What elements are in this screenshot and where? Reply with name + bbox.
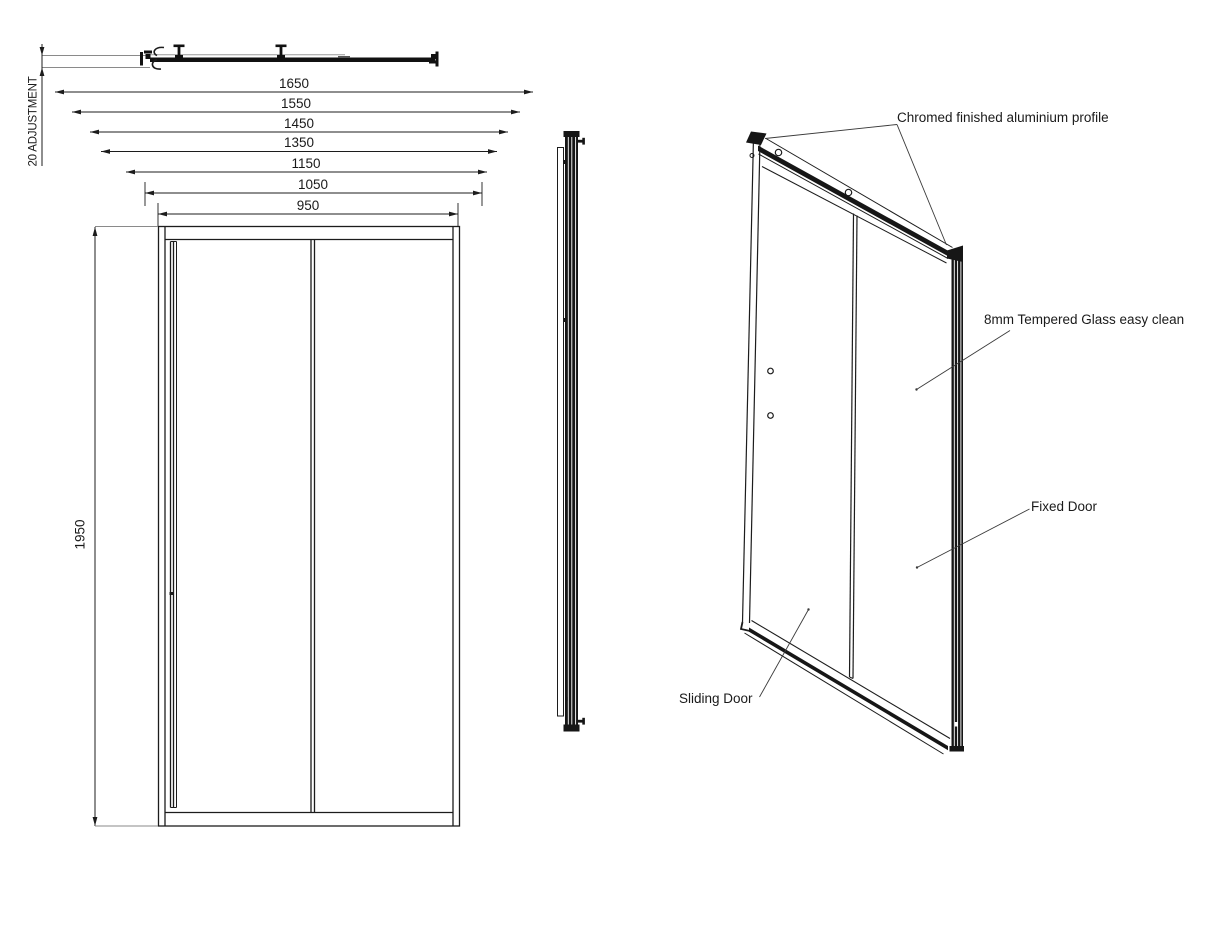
dim-width-1050: 1050 bbox=[297, 177, 329, 192]
track-left-bracket bbox=[140, 50, 152, 66]
dim-line-1150 bbox=[126, 169, 487, 175]
iso-centre-stile bbox=[848, 213, 858, 679]
leader-fixed-door bbox=[916, 508, 1030, 568]
dim-line-1650 bbox=[55, 89, 533, 95]
dim-line-950 bbox=[157, 203, 459, 227]
side-view-profile bbox=[557, 131, 585, 732]
iso-right-profile bbox=[947, 245, 964, 752]
arrow-down bbox=[39, 47, 45, 56]
handle-hole bbox=[767, 367, 774, 375]
leader-profile-left bbox=[764, 124, 898, 139]
dim-line-1550 bbox=[72, 109, 520, 115]
front-view-door-edge bbox=[169, 241, 177, 808]
annotation-leaders bbox=[759, 124, 1030, 698]
dim-width-950: 950 bbox=[296, 198, 320, 213]
arrow-up bbox=[39, 67, 45, 76]
annotation-tempered-glass: 8mm Tempered Glass easy clean bbox=[984, 312, 1185, 327]
dim-width-1150: 1150 bbox=[291, 156, 321, 171]
dim-width-1450: 1450 bbox=[283, 116, 315, 131]
dim-width-1650: 1650 bbox=[278, 76, 310, 91]
track-right-bracket bbox=[429, 51, 439, 67]
adjustment-dimension-label: 20 ADJUSTMENT bbox=[27, 76, 40, 167]
iso-left-profile bbox=[739, 131, 767, 632]
track-hook-clip bbox=[151, 46, 165, 70]
dim-width-1350: 1350 bbox=[283, 135, 315, 150]
dim-height-1950: 1950 bbox=[72, 519, 88, 550]
track-roller-screw bbox=[275, 44, 287, 58]
front-view-frame bbox=[157, 225, 461, 827]
dim-line-1050 bbox=[144, 182, 483, 206]
leader-profile-right bbox=[896, 124, 947, 246]
side-view-top-knob bbox=[563, 131, 585, 145]
annotation-fixed-door: Fixed Door bbox=[1031, 499, 1098, 514]
roller-wheel bbox=[844, 188, 853, 197]
leader-sliding-door bbox=[759, 609, 809, 698]
top-view-track bbox=[39, 44, 439, 166]
roller-wheel bbox=[774, 148, 783, 157]
isometric-view bbox=[739, 131, 964, 755]
leader-glass bbox=[916, 330, 1011, 390]
width-dimension-lines bbox=[55, 89, 533, 227]
annotation-sliding-door: Sliding Door bbox=[679, 691, 753, 706]
side-view-bottom-knob bbox=[563, 717, 585, 732]
track-roller-screw bbox=[173, 44, 185, 58]
dim-width-1550: 1550 bbox=[280, 96, 312, 111]
handle-hole bbox=[767, 412, 774, 419]
front-view-centre-stile bbox=[310, 239, 316, 813]
annotation-chromed-profile: Chromed finished aluminium profile bbox=[897, 110, 1109, 125]
iso-top-rail bbox=[758, 138, 953, 264]
dim-line-1450 bbox=[90, 129, 508, 135]
iso-bottom-rail bbox=[744, 620, 951, 755]
dim-line-1350 bbox=[101, 149, 497, 154]
front-view-dimensions bbox=[92, 226, 158, 827]
